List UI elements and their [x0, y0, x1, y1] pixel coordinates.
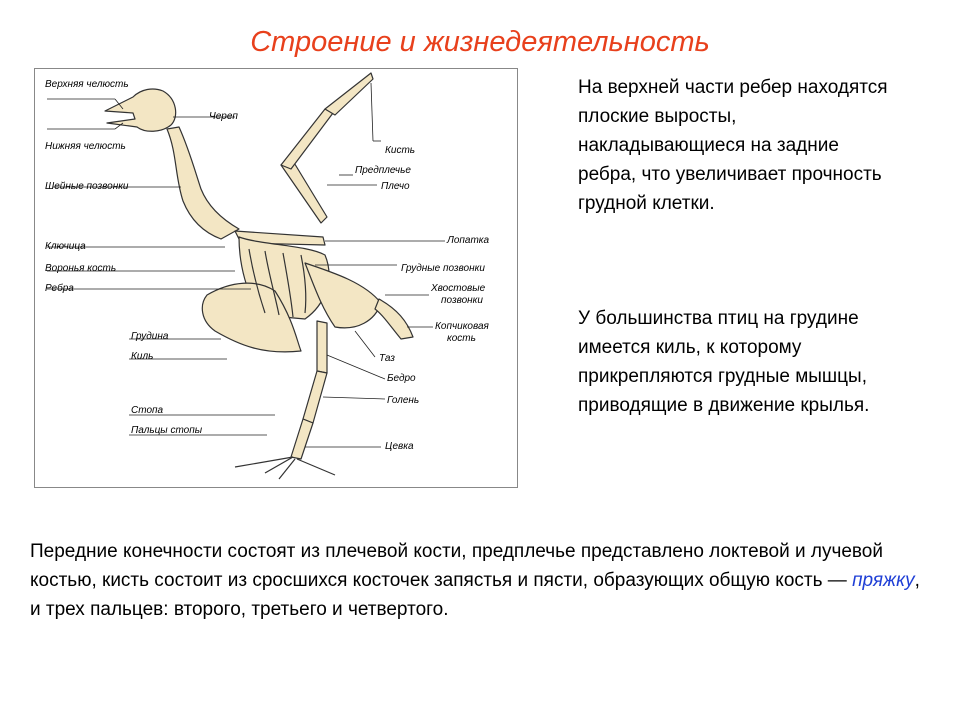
skeleton-drawing: [47, 72, 445, 480]
label-humerus: Плечо: [381, 181, 410, 192]
label-skull: Череп: [209, 111, 238, 122]
tail-shape: [374, 298, 414, 340]
label-pelvis: Таз: [379, 353, 395, 364]
label-femur: Бедро: [387, 373, 416, 384]
neck-vertebrae-shape: [166, 126, 240, 240]
label-keel: Киль: [131, 351, 154, 362]
forearm-shape: [280, 108, 334, 170]
pelvis-shape: [304, 262, 382, 329]
label-pygostyle-1: Копчиковая: [435, 321, 489, 332]
label-forearm: Предплечье: [355, 165, 411, 176]
label-ribs: Ребра: [45, 283, 74, 294]
bottom-text-before: Передние конечности состоят из плечевой …: [30, 541, 883, 591]
label-foot: Стопа: [131, 405, 164, 416]
label-thoracic-vertebrae: Грудные позвонки: [401, 263, 485, 274]
bottom-paragraph: Передние конечности состоят из плечевой …: [30, 537, 935, 624]
skull-shape: [104, 88, 177, 132]
term-link[interactable]: пряжку: [852, 570, 915, 591]
tarsus-shape: [290, 418, 314, 460]
paragraph-ribs: На верхней части ребер находятся плоские…: [578, 77, 888, 214]
label-scapula: Лопатка: [447, 235, 490, 246]
label-tail-vertebrae-1: Хвостовые: [431, 283, 486, 294]
label-tibia: Голень: [387, 395, 420, 406]
paragraph-keel: У большинства птиц на грудине имеется ки…: [578, 308, 870, 416]
label-toes: Пальцы стопы: [131, 425, 203, 436]
page-title: Строение и жизнедеятельность: [250, 26, 710, 58]
label-lower-jaw: Нижняя челюсть: [45, 141, 126, 152]
label-neck-vertebrae: Шейные позвонки: [45, 181, 129, 192]
label-tarsus: Цевка: [385, 441, 414, 452]
label-hand: Кисть: [385, 145, 416, 156]
hand-shape: [324, 72, 374, 116]
label-sternum: Грудина: [131, 331, 169, 342]
label-pygostyle-2: кость: [447, 333, 476, 344]
bottom-text-after: , и трех пальцев: второго, третьего и че…: [30, 570, 920, 620]
label-upper-jaw: Верхняя челюсть: [45, 79, 129, 90]
label-coracoid: Воронья кость: [45, 263, 117, 274]
label-tail-vertebrae-2: позвонки: [441, 295, 483, 306]
label-clavicle: Ключица: [45, 241, 86, 252]
bird-skeleton-figure: Верхняя челюсть Нижняя челюсть Шейные по…: [34, 68, 518, 488]
femur-shape: [316, 320, 328, 374]
humerus-shape: [280, 160, 328, 224]
